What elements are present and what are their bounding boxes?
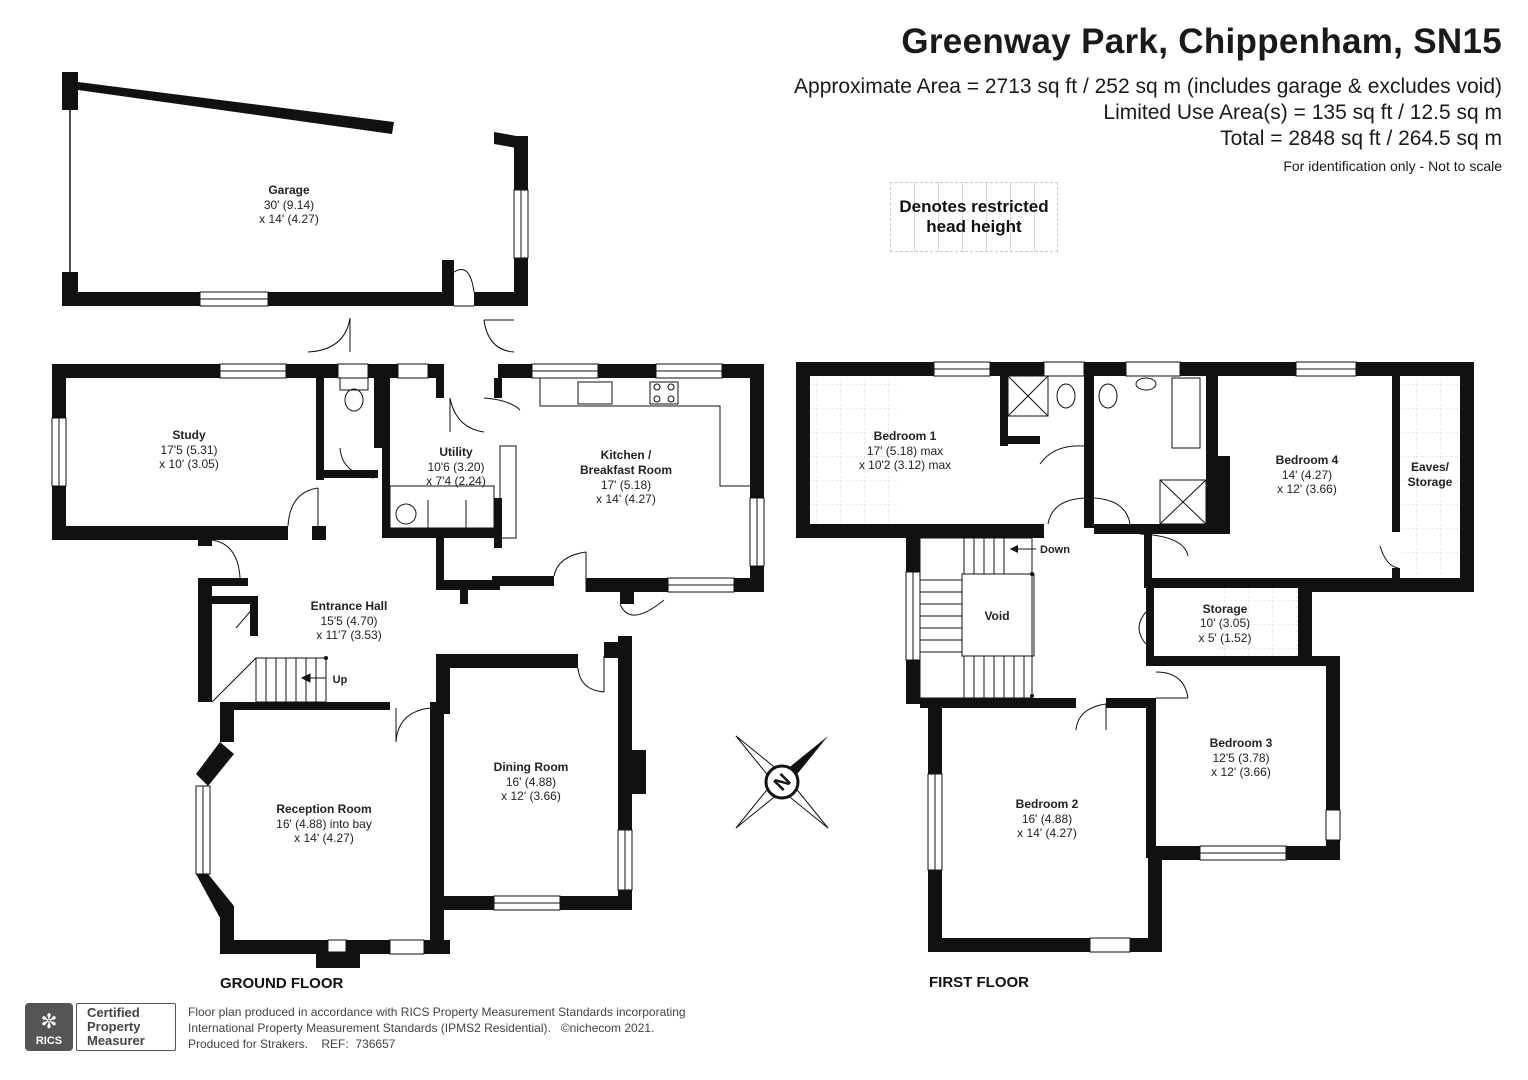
garage-walls — [62, 72, 529, 307]
approximate-area: Approximate Area = 2713 sq ft / 252 sq m… — [794, 75, 1502, 98]
bedroom3-label: Bedroom 3 — [1210, 736, 1273, 750]
ground-floor-labels: Garage 30' (9.14) x 14' (4.27) Study 17'… — [159, 183, 672, 992]
garage-label: Garage — [268, 183, 310, 197]
bedroom4-dim2: x 12' (3.66) — [1277, 482, 1337, 496]
storage-restricted-area — [1218, 588, 1298, 656]
cert-line-3: Measurer — [87, 1033, 145, 1048]
bedroom4-dim1: 14' (4.27) — [1282, 468, 1332, 482]
study-label: Study — [172, 428, 206, 442]
garage-dim2: x 14' (4.27) — [259, 212, 319, 226]
bedroom2-label: Bedroom 2 — [1016, 797, 1079, 811]
ground-floor-plan: Garage 30' (9.14) x 14' (4.27) Study 17'… — [51, 72, 765, 992]
legend-line-1: Denotes restricted — [899, 197, 1049, 216]
kitchen-label-line1: Kitchen / — [601, 448, 652, 462]
bedroom1-restricted-area — [810, 378, 900, 524]
rics-logo-text: RICS — [35, 1035, 63, 1047]
utility-dim1: 10'6 (3.20) — [428, 460, 485, 474]
reception-room-label: Reception Room — [276, 802, 371, 816]
limited-use-area: Limited Use Area(s) = 135 sq ft / 12.5 s… — [1103, 101, 1502, 124]
reception-room-dim2: x 14' (4.27) — [294, 831, 354, 845]
first-floor-label: FIRST FLOOR — [929, 974, 1029, 991]
entrance-hall-dim2: x 11'7 (3.53) — [316, 628, 381, 642]
reception-room-dim1: 16' (4.88) into bay — [276, 817, 372, 831]
kitchen-dim1: 17' (5.18) — [601, 478, 651, 492]
stairs-down-label: Down — [1040, 544, 1070, 556]
dining-room-dim1: 16' (4.88) — [506, 775, 556, 789]
bedroom3-dim2: x 12' (3.66) — [1211, 765, 1271, 779]
kitchen-dim2: x 14' (4.27) — [596, 492, 656, 506]
certified-property-measurer-badge: Certified Property Measurer — [76, 1003, 176, 1051]
passage-doors — [307, 317, 515, 353]
rics-emblem-icon: ✼ — [40, 1011, 58, 1033]
restricted-height-legend-swatch — [890, 182, 1058, 252]
eaves-label-line1: Eaves/ — [1411, 460, 1450, 474]
stairs-up-label: Up — [333, 674, 348, 686]
identification-note: For identification only - Not to scale — [1283, 158, 1502, 174]
bedroom2-dim1: 16' (4.88) — [1022, 812, 1072, 826]
first-floor-walls — [796, 361, 1474, 953]
total-area: Total = 2848 sq ft / 264.5 sq m — [1220, 127, 1502, 150]
dining-room-label: Dining Room — [494, 760, 569, 774]
eaves-restricted-area — [1400, 378, 1460, 576]
cert-line-1: Certified — [87, 1005, 140, 1020]
bedroom1-dim2: x 10'2 (3.12) max — [859, 458, 951, 472]
dining-room-dim2: x 12' (3.66) — [501, 789, 561, 803]
legend-line-2: head height — [926, 217, 1022, 236]
rics-logo: ✼ RICS — [25, 1003, 73, 1051]
restricted-height-legend: Denotes restricted head height — [890, 197, 1058, 237]
entrance-hall-dim1: 15'5 (4.70) — [321, 614, 378, 628]
eaves-label-line2: Storage — [1408, 475, 1453, 489]
storage-label: Storage — [1203, 602, 1248, 616]
ground-floor-walls — [51, 363, 765, 968]
utility-dim2: x 7'4 (2.24) — [426, 474, 486, 488]
garage-dim1: 30' (9.14) — [264, 198, 314, 212]
plan-title: Greenway Park, Chippenham, SN15 — [901, 22, 1502, 61]
bedroom4-label: Bedroom 4 — [1276, 453, 1339, 467]
bedroom3-dim1: 12'5 (3.78) — [1213, 751, 1270, 765]
bedroom1-dim1: 17' (5.18) max — [867, 444, 943, 458]
bedroom2-dim2: x 14' (4.27) — [1017, 826, 1077, 840]
study-dim1: 17'5 (5.31) — [161, 443, 218, 457]
storage-dim1: 10' (3.05) — [1200, 616, 1250, 630]
first-floor-plan: Bedroom 1 17' (5.18) max x 10'2 (3.12) m… — [796, 361, 1474, 991]
storage-dim2: x 5' (1.52) — [1199, 631, 1252, 645]
bedroom1-label: Bedroom 1 — [874, 429, 937, 443]
void-label: Void — [984, 609, 1009, 623]
cert-line-2: Property — [87, 1019, 141, 1034]
first-floor-labels: Bedroom 1 17' (5.18) max x 10'2 (3.12) m… — [859, 429, 1453, 991]
footer-disclaimer: Floor plan produced in accordance with R… — [188, 1005, 686, 1051]
ground-floor-label: GROUND FLOOR — [220, 975, 343, 992]
entrance-hall-label: Entrance Hall — [311, 599, 388, 613]
kitchen-label-line2: Breakfast Room — [580, 463, 672, 477]
study-dim2: x 10' (3.05) — [159, 457, 219, 471]
compass-icon: N — [735, 735, 829, 829]
utility-label: Utility — [439, 445, 473, 459]
